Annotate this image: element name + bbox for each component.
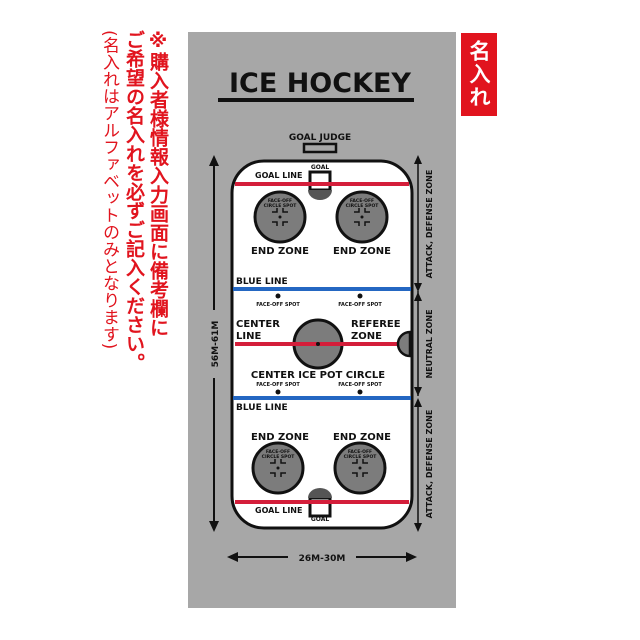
goal-line-top (235, 182, 409, 186)
order-note-line-3: (名入れはアルファベットのみとなります) (99, 30, 119, 350)
svg-text:CIRCLE SPOT: CIRCLE SPOT (264, 203, 298, 209)
end-zone-label-bottom-right: END ZONE (333, 432, 391, 443)
goal-label-bottom: GOAL (311, 516, 330, 523)
faceoff-circle-bottom-right: FACE-OFF CIRCLE SPOT (333, 441, 387, 495)
referee-zone-label-2: ZONE (351, 331, 382, 342)
title-underline (218, 98, 414, 102)
attack-defense-zone-label-bottom: ATTACK, DEFENSE ZONE (425, 410, 434, 519)
length-dimension: 56M-61M (206, 155, 222, 532)
svg-text:CIRCLE SPOT: CIRCLE SPOT (344, 454, 378, 460)
goal-line-bottom (235, 500, 409, 504)
blue-line-bottom (233, 396, 411, 400)
name-badge: 名入れ (461, 33, 497, 116)
faceoff-circle-top-right: FACE-OFF CIRCLE SPOT (335, 190, 389, 244)
order-note-line-2: ご希望の名入れを必ずご記入ください。 (123, 30, 145, 372)
svg-text:FACE-OFF: FACE-OFF (348, 449, 372, 455)
end-zone-label-top-left: END ZONE (251, 246, 309, 257)
length-dimension-label: 56M-61M (211, 321, 221, 368)
faceoff-spot (275, 389, 281, 395)
blue-line-label-bottom: BLUE LINE (236, 403, 288, 413)
center-ice-pot-circle-label: CENTER ICE POT CIRCLE (251, 370, 385, 381)
goal-crease-bottom (308, 488, 332, 498)
faceoff-spot-label: FACE-OFF SPOT (256, 302, 300, 308)
center-spot (316, 342, 320, 346)
blue-line-label-top: BLUE LINE (236, 277, 288, 287)
faceoff-spot-label: FACE-OFF SPOT (256, 382, 300, 388)
width-dimension-label: 26M-30M (299, 554, 346, 564)
goal-label-top: GOAL (311, 164, 330, 171)
attack-defense-zone-label-top: ATTACK, DEFENSE ZONE (425, 170, 434, 279)
svg-text:CIRCLE SPOT: CIRCLE SPOT (262, 454, 296, 460)
svg-text:FACE-OFF: FACE-OFF (350, 198, 374, 204)
blue-line-top (233, 287, 411, 291)
goal-crease-top (308, 190, 332, 200)
faceoff-circle-bottom-left: FACE-OFF CIRCLE SPOT (251, 441, 305, 495)
referee-zone-label-1: REFEREE (351, 319, 401, 330)
faceoff-spot (357, 389, 363, 395)
rink-title: ICE HOCKEY (229, 68, 411, 99)
center-line (235, 342, 407, 346)
referee-crease (396, 330, 412, 358)
center-line-label-2: LINE (236, 331, 261, 342)
end-zone-label-top-right: END ZONE (333, 246, 391, 257)
goal-line-label-top: GOAL LINE (255, 171, 302, 180)
goal-judge-label: GOAL JUDGE (289, 133, 351, 143)
faceoff-spot-label: FACE-OFF SPOT (338, 382, 382, 388)
neutral-zone-label: NEUTRAL ZONE (425, 309, 434, 378)
goal-line-label-bottom: GOAL LINE (255, 506, 302, 515)
faceoff-spot (357, 293, 363, 299)
faceoff-spot (275, 293, 281, 299)
svg-text:CIRCLE SPOT: CIRCLE SPOT (346, 203, 380, 209)
order-note-line-1: ※購入者様情報入力画面に備考欄に (147, 30, 169, 337)
end-zone-label-bottom-left: END ZONE (251, 432, 309, 443)
goal-judge-box (302, 142, 338, 154)
width-dimension: 26M-30M (227, 550, 417, 564)
faceoff-spot-label: FACE-OFF SPOT (338, 302, 382, 308)
faceoff-circle-top-left: FACE-OFF CIRCLE SPOT (253, 190, 307, 244)
center-line-label-1: CENTER (236, 319, 280, 330)
svg-text:FACE-OFF: FACE-OFF (266, 449, 290, 455)
zone-dimension-right: ATTACK, DEFENSE ZONE NEUTRAL ZONE ATTACK… (414, 155, 434, 532)
svg-text:FACE-OFF: FACE-OFF (268, 198, 292, 204)
